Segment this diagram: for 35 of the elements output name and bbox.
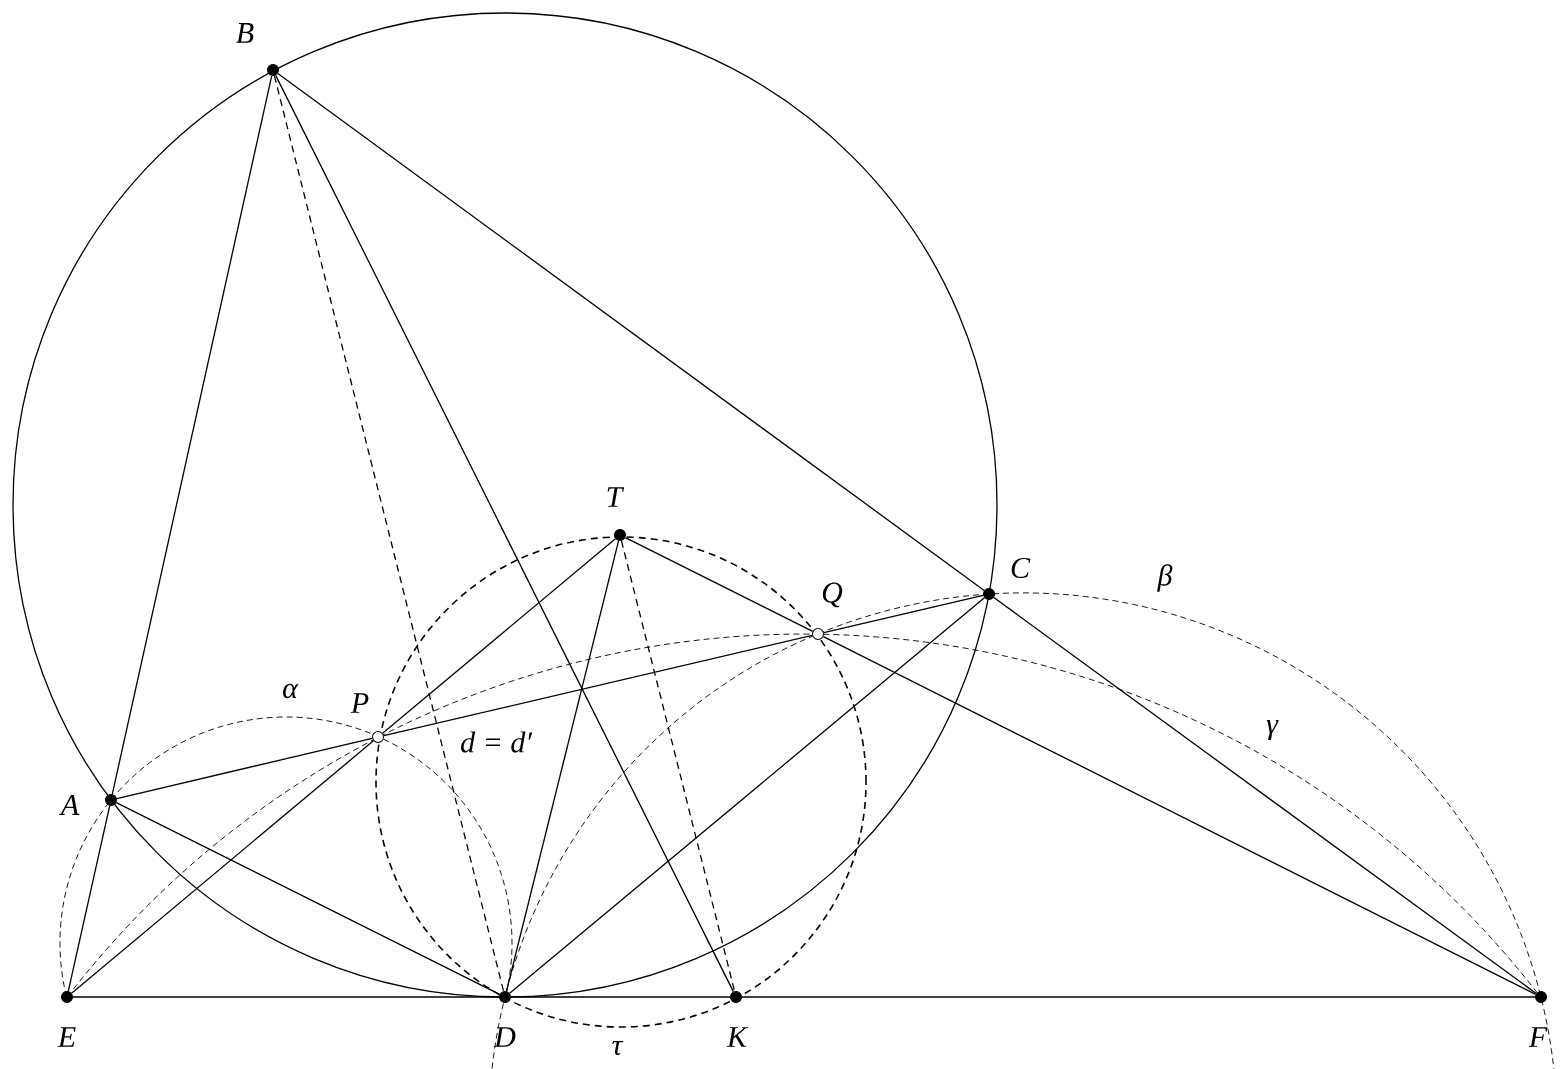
curve-label: β: [1157, 564, 1173, 592]
line-segment: [508, 597, 986, 994]
point-label: T: [607, 487, 625, 507]
line-segment: [510, 996, 731, 998]
line-segment: [741, 996, 1536, 998]
line-segment: [70, 740, 375, 994]
point-label: B: [236, 23, 254, 43]
line-segment: [273, 75, 505, 992]
point-label: C: [1011, 557, 1031, 579]
point-label: P: [350, 693, 369, 713]
line-segment: [383, 634, 813, 737]
curve-label: τ: [612, 1040, 624, 1056]
line-segment: [111, 75, 273, 795]
line-segment: [275, 74, 734, 993]
line-segment: [72, 996, 500, 998]
line-segment: [67, 805, 111, 992]
point-label: A: [59, 795, 80, 815]
curve-label: α: [283, 683, 299, 699]
line-segment: [624, 537, 814, 632]
line-segment: [116, 737, 373, 800]
point-label: K: [726, 1027, 749, 1047]
line-segment: [823, 594, 984, 634]
line-segment: [115, 802, 501, 995]
curve-label: d = d′: [461, 731, 533, 753]
curve-label: γ: [1266, 719, 1279, 741]
point-label: D: [493, 1027, 516, 1047]
line-segment: [277, 72, 985, 592]
point-label: E: [57, 1027, 76, 1047]
line-segment: [505, 540, 620, 992]
point-label: Q: [822, 582, 843, 608]
line-segment: [822, 636, 1537, 995]
line-segment: [993, 596, 1537, 995]
point-label: F: [1528, 1027, 1548, 1047]
line-segment: [381, 538, 617, 734]
line-segment: [620, 540, 736, 992]
